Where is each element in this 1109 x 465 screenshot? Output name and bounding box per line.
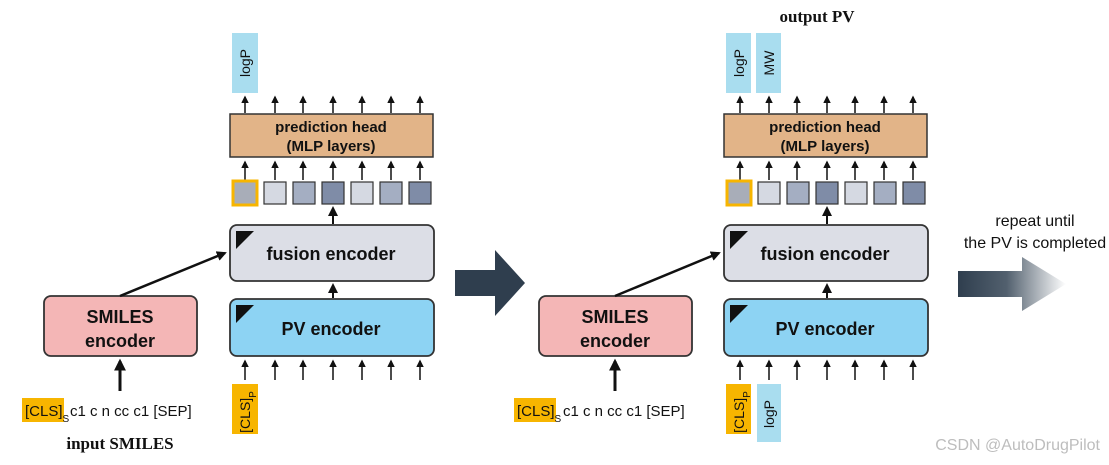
right-smiles-encoder-line1: SMILES bbox=[581, 307, 648, 327]
left-pv-input-arrows bbox=[241, 359, 424, 380]
left-cls-p-box bbox=[232, 384, 258, 434]
left-prediction-head-line1: prediction head bbox=[275, 119, 387, 136]
left-smiles-to-fusion-arrow bbox=[119, 251, 227, 298]
right-pv-input-arrows bbox=[736, 359, 917, 380]
left-embedding-square bbox=[350, 181, 374, 205]
right-output-token-box-1 bbox=[726, 33, 751, 93]
left-head-output-arrows bbox=[241, 95, 424, 113]
right-output-token-box-2 bbox=[756, 33, 781, 93]
left-embedding-square bbox=[321, 181, 345, 205]
left-fusion-encoder-label: fusion encoder bbox=[266, 244, 395, 264]
right-panel: output PV logP MW prediction head (MLP l… bbox=[514, 7, 929, 442]
left-embedding-cls bbox=[231, 179, 259, 207]
left-output-token-box bbox=[232, 33, 258, 93]
left-smiles-tokens: c1 c n cc c1 [SEP] bbox=[70, 403, 192, 420]
right-embedding-square bbox=[902, 181, 926, 205]
left-pv-encoder bbox=[229, 298, 435, 357]
left-embedding-square bbox=[263, 181, 287, 205]
right-smiles-encoder-line2: encoder bbox=[580, 331, 650, 351]
left-embedding-square bbox=[408, 181, 432, 205]
right-embedding-square bbox=[873, 181, 897, 205]
right-fusion-encoder-label: fusion encoder bbox=[760, 244, 889, 264]
right-cls-p-token: [CLS]P bbox=[731, 391, 753, 433]
right-head-input-arrows bbox=[736, 160, 917, 180]
right-smiles-to-fusion-arrow bbox=[614, 251, 721, 298]
left-panel: logP prediction head (MLP layers) bbox=[22, 33, 435, 453]
right-head-output-arrows bbox=[736, 95, 917, 113]
left-smiles-encoder-line2: encoder bbox=[85, 331, 155, 351]
left-fusion-encoder bbox=[229, 224, 435, 282]
right-cls-s-token: [CLS]S bbox=[517, 403, 562, 425]
left-prediction-head bbox=[229, 113, 434, 158]
left-cls-s-box bbox=[22, 398, 64, 422]
right-pv-encoder-label: PV encoder bbox=[775, 319, 874, 339]
right-output-token-2: MW bbox=[761, 50, 777, 76]
left-head-input-arrows bbox=[241, 160, 424, 180]
right-prediction-head-line2: (MLP layers) bbox=[781, 138, 870, 155]
right-smiles-tokens: c1 c n cc c1 [SEP] bbox=[563, 403, 685, 420]
left-prediction-head-line2: (MLP layers) bbox=[287, 138, 376, 155]
right-pv-corner-mark bbox=[730, 305, 748, 323]
right-output-token-1: logP bbox=[731, 49, 747, 77]
right-output-caption: output PV bbox=[779, 7, 855, 26]
right-pv-encoder bbox=[723, 298, 929, 357]
left-embedding-row bbox=[231, 179, 432, 207]
right-input-pv-token: logP bbox=[761, 400, 777, 428]
left-pv-corner-mark bbox=[236, 305, 254, 323]
right-cls-p-box bbox=[726, 384, 751, 434]
right-fusion-encoder bbox=[723, 224, 929, 282]
repeat-text-line1: repeat until bbox=[995, 213, 1074, 230]
watermark: CSDN @AutoDrugPilot bbox=[935, 437, 1100, 454]
right-embedding-square bbox=[815, 181, 839, 205]
left-output-token: logP bbox=[237, 49, 253, 77]
left-embedding-square bbox=[379, 181, 403, 205]
right-prediction-head bbox=[723, 113, 928, 158]
left-cls-s-token: [CLS]S bbox=[25, 403, 70, 425]
left-smiles-encoder-line1: SMILES bbox=[86, 307, 153, 327]
right-embedding-square bbox=[757, 181, 781, 205]
right-fusion-corner-mark bbox=[730, 231, 748, 249]
right-cls-s-box bbox=[514, 398, 556, 422]
left-embedding-square bbox=[292, 181, 316, 205]
repeat-fading-arrow bbox=[958, 257, 1066, 311]
right-embedding-row bbox=[725, 179, 926, 207]
left-input-caption: input SMILES bbox=[66, 434, 173, 453]
repeat-text-line2: the PV is completed bbox=[964, 235, 1106, 252]
left-fusion-corner-mark bbox=[236, 231, 254, 249]
right-embedding-square bbox=[786, 181, 810, 205]
left-pv-encoder-label: PV encoder bbox=[281, 319, 380, 339]
right-embedding-square bbox=[844, 181, 868, 205]
big-right-arrow bbox=[455, 250, 525, 316]
right-prediction-head-line1: prediction head bbox=[769, 119, 881, 136]
right-embedding-cls bbox=[725, 179, 753, 207]
left-cls-p-token: [CLS]P bbox=[237, 391, 259, 433]
right-input-pv-token-box bbox=[757, 384, 781, 442]
